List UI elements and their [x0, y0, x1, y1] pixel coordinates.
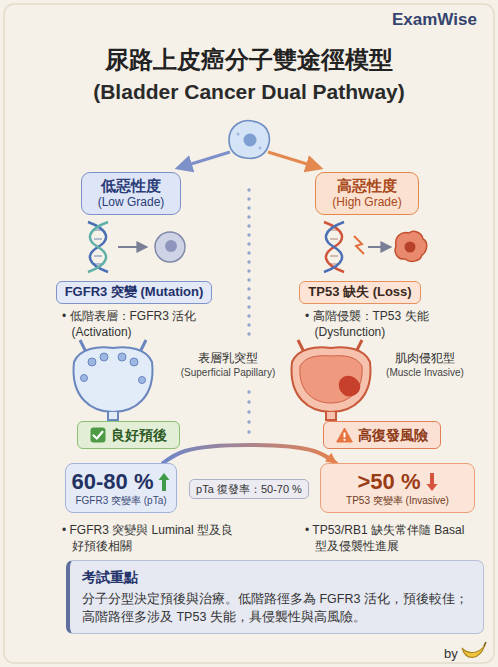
bladder-invasive [292, 340, 371, 420]
text-row: (Low Grade) [86, 195, 176, 210]
byline: by [444, 645, 458, 663]
bullet-note: • FGFR3 突變與 Luminal 型及良好預後相關 [62, 522, 240, 554]
box-text: 分子分型決定預後與治療。低階路徑多為 FGFR3 活化，預後較佳；高階路徑多涉及… [82, 590, 471, 626]
text-row: TP53 突變率 (Invasive) [325, 494, 470, 507]
split-arrow [268, 152, 320, 168]
guide-dot [247, 390, 250, 393]
box-heading: 60-80 % [72, 469, 154, 494]
guide-dot [247, 224, 250, 227]
panel-label: 肌肉侵犯型 [395, 350, 455, 366]
text-row: pTa 復發率：50-70 % [196, 482, 302, 496]
warn-icon-part [343, 439, 345, 441]
subtitle: (Bladder Cancer Dual Pathway) [93, 78, 405, 106]
text-row: (High Grade) [320, 195, 414, 210]
box-heading: 高復發風險 [358, 426, 428, 444]
warn-icon [336, 427, 353, 443]
recurrence-tag: pTa 復發率：50-70 % [189, 479, 309, 499]
outcome-box: 高復發風險 [323, 421, 441, 449]
guide-dot [247, 188, 250, 191]
warn-icon-part [337, 428, 353, 442]
grade-box: 高惡性度(High Grade) [315, 172, 419, 215]
up-icon-part [159, 473, 170, 491]
box-text: (High Grade) [332, 195, 401, 210]
check-icon-part [90, 428, 105, 443]
guide-dot [247, 278, 250, 281]
panel-label: (Muscle Invasive) [386, 366, 464, 380]
guide-dot [247, 323, 250, 326]
guide-dot [247, 269, 250, 272]
stat-box: 60-80 %FGFR3 突變率 (pTa) [65, 463, 177, 513]
panel-label: 表層乳突型 [198, 350, 258, 366]
guide-dot [247, 260, 250, 263]
guide-dot [247, 242, 250, 245]
diagram-title: 尿路上皮癌分子雙途徑模型 [105, 44, 393, 76]
panel-label: (Superficial Papillary) [181, 366, 275, 380]
guide-dot [247, 287, 250, 290]
bullet-note: • 高階侵襲：TP53 失能 (Dysfunction) [305, 308, 457, 340]
split-arrow [178, 152, 230, 168]
guide-dot [247, 251, 250, 254]
text-row: 良好預後 [90, 426, 167, 444]
mutation-box: FGFR3 突變 (Mutation) [56, 281, 213, 304]
stat-box: >50 %TP53 突變率 (Invasive) [320, 463, 475, 513]
center-dotted-line [247, 188, 250, 433]
flow-arrow [163, 445, 336, 463]
cell-icon [229, 121, 269, 159]
guide-dot [247, 215, 250, 218]
text-row: TP53 缺失 (Loss) [308, 284, 411, 301]
box-heading: TP53 缺失 (Loss) [308, 284, 411, 301]
box-heading: 低惡性度 [101, 177, 161, 195]
warn-icon-part [344, 433, 346, 438]
banana-icon [462, 642, 486, 657]
box-text: TP53 突變率 (Invasive) [346, 494, 449, 507]
grade-box: 低惡性度(Low Grade) [81, 172, 181, 215]
guide-dot [247, 233, 250, 236]
box-text: FGFR3 突變率 (pTa) [75, 494, 166, 507]
text-row: 低惡性度 [86, 177, 176, 195]
guide-dot [247, 420, 250, 423]
box-text: (Low Grade) [98, 195, 165, 210]
guide-dot [247, 400, 250, 403]
bladder-superficial [74, 340, 153, 420]
dna-icon-low [88, 222, 185, 272]
guide-dot [247, 314, 250, 317]
guide-dot [247, 410, 250, 413]
dna-icon-high [324, 222, 427, 272]
down-icon [426, 472, 438, 492]
box-heading: FGFR3 突變 (Mutation) [65, 284, 204, 301]
page-frame [4, 4, 494, 663]
text-row: FGFR3 突變 (Mutation) [65, 284, 204, 301]
guide-dot [247, 296, 250, 299]
box-heading: pTa 復發率：50-70 % [196, 482, 302, 496]
key-point-panel: 考試重點分子分型決定預後與治療。低階路徑多為 FGFR3 活化，預後較佳；高階路… [66, 560, 484, 634]
guide-dot [247, 332, 250, 335]
bullet-note: • 低階表層：FGFR3 活化 (Activation) [62, 308, 214, 340]
text-row: 高惡性度 [320, 177, 414, 195]
box-heading: 良好預後 [111, 426, 167, 444]
guide-dot [247, 305, 250, 308]
box-heading: 高惡性度 [337, 177, 397, 195]
mutation-box: TP53 缺失 (Loss) [299, 281, 420, 304]
text-row: >50 % [325, 469, 470, 494]
brand-label: ExamWise [392, 9, 477, 32]
bullet-note: • TP53/RB1 缺失常伴隨 Basal 型及侵襲性進展 [305, 522, 477, 554]
box-heading: 考試重點 [82, 568, 138, 588]
guide-dot [247, 206, 250, 209]
down-icon-part [426, 473, 437, 491]
text-row: FGFR3 突變率 (pTa) [70, 494, 172, 507]
outcome-box: 良好預後 [77, 421, 180, 449]
guide-dot [247, 430, 250, 433]
guide-dot [247, 197, 250, 200]
check-icon-part [93, 432, 102, 439]
text-row: 考試重點 [82, 568, 471, 588]
text-row: 分子分型決定預後與治療。低階路徑多為 FGFR3 活化，預後較佳；高階路徑多涉及… [82, 588, 471, 626]
box-heading: >50 % [358, 469, 421, 494]
text-row: 高復發風險 [336, 426, 428, 444]
text-row: 60-80 % [70, 469, 172, 494]
check-icon [90, 427, 106, 443]
up-icon [158, 472, 170, 492]
